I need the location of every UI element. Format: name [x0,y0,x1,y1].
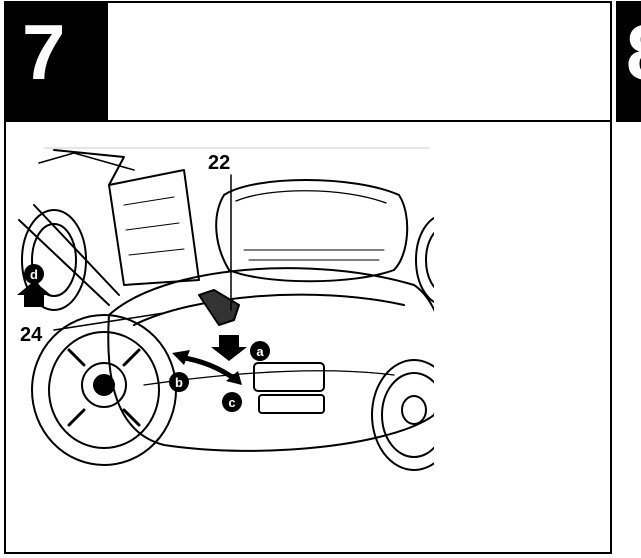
height-lever [198,289,240,326]
arrow-down-icon [211,335,247,361]
front-right-wheel [371,359,434,471]
callout-leader-24 [53,312,165,331]
next-step-number-box: 8 [616,1,641,122]
badge-c-label: c [228,395,235,410]
badge-a: a [250,341,270,361]
header-divider [4,120,612,122]
badge-a-label: a [256,344,264,359]
badge-b-label: b [175,375,183,390]
next-header-divider [616,120,641,122]
badge-c: c [222,392,242,412]
lawn-mower-illustration: a b c d 22 24 [17,147,434,471]
badge-d-label: d [30,267,38,282]
badge-d: d [24,264,44,284]
grass-bag [108,169,200,286]
handle [18,204,120,306]
callout-22: 22 [208,152,230,174]
next-step-number: 8 [626,13,641,91]
step-number-box: 7 [4,1,108,122]
badge-b: b [169,372,189,392]
rear-right-wheel [415,216,434,304]
mower-deck [107,267,434,452]
arrow-up-icon [17,281,51,307]
front-left-wheel [31,314,177,466]
callout-24: 24 [20,324,43,346]
rear-left-wheel [21,209,87,311]
step-number: 7 [22,8,66,96]
battery-cover [215,179,409,283]
